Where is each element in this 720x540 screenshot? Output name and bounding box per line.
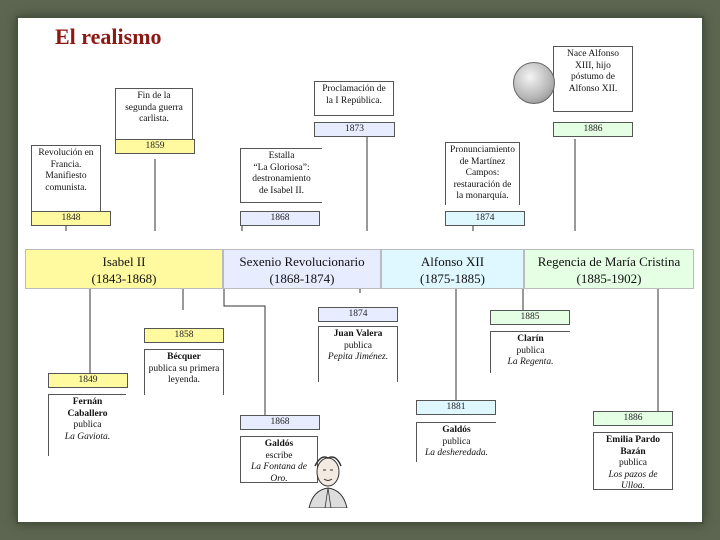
period-name: Isabel II <box>102 254 146 269</box>
year-label-1874-work: 1874 <box>318 307 398 322</box>
year-label-1885: 1885 <box>490 310 570 325</box>
event-text: Revolución en <box>38 148 94 158</box>
period-years: (1885-1902) <box>576 271 642 286</box>
work-box-1849: Fernán Caballero publica La Gaviota. <box>48 394 126 456</box>
period-years: (1843-1868) <box>91 271 157 286</box>
event-text: de Isabel II. <box>258 185 305 196</box>
work-verb: publica <box>73 420 102 430</box>
event-text: de Martínez <box>459 156 506 167</box>
period-regencia: Regencia de María Cristina (1885-1902) <box>524 249 694 289</box>
work-verb: publica <box>344 340 372 351</box>
event-text: carlista. <box>139 114 169 124</box>
work-box-1885: Clarín publica La Regenta. <box>490 331 570 373</box>
event-box-1859: Fin de la segunda guerra carlista. <box>115 88 193 140</box>
year-label-1874: 1874 <box>445 211 525 226</box>
year-label-1886: 1886 <box>553 122 633 137</box>
year-label-1858: 1858 <box>144 328 224 343</box>
work-title: La Gaviota. <box>64 431 111 442</box>
event-text: Campos: <box>465 168 500 178</box>
year-label-1848: 1848 <box>31 211 111 226</box>
coin-image <box>513 62 555 104</box>
work-box-1881: Galdós publica La desheredada. <box>416 422 496 462</box>
event-text: Proclamación de <box>322 84 386 94</box>
work-verb: publica <box>442 436 471 447</box>
work-verb: publica <box>516 345 545 356</box>
author-name: Galdós <box>442 425 471 435</box>
period-name: Alfonso XII <box>420 254 485 269</box>
event-text: “La Gloriosa”: <box>253 162 310 173</box>
event-text: la monarquía. <box>456 191 509 201</box>
year-label-1873: 1873 <box>314 122 395 137</box>
work-title: La desheredada. <box>425 448 488 458</box>
author-name: Clarín <box>517 334 544 344</box>
author-name: Juan Valera <box>333 329 383 339</box>
event-text: Manifiesto <box>45 171 87 181</box>
event-text: la I República. <box>326 95 382 106</box>
work-verb: publica <box>619 458 647 468</box>
event-text: Estalla <box>268 151 295 161</box>
period-sexenio: Sexenio Revolucionario (1868-1874) <box>223 249 381 289</box>
event-text: Fin de la <box>137 91 171 101</box>
event-text: restauración de <box>453 179 512 190</box>
period-name: Sexenio Revolucionario <box>239 254 365 269</box>
event-text: segunda guerra <box>125 102 183 113</box>
event-text: Pronunciamiento <box>450 145 515 155</box>
period-name: Regencia de María Cristina <box>537 254 681 269</box>
year-label-1868: 1868 <box>240 211 320 226</box>
year-label-1886-work: 1886 <box>593 411 673 426</box>
year-label-1859: 1859 <box>115 139 195 154</box>
work-title: Pepita Jiménez. <box>327 352 389 362</box>
period-years: (1868-1874) <box>269 271 335 286</box>
event-box-1848: Revolución en Francia. Manifiesto comuni… <box>31 145 101 211</box>
work-title: Los pazos de Ulloa. <box>608 469 658 492</box>
work-title: La Regenta. <box>507 357 554 367</box>
year-label-1868-work: 1868 <box>240 415 320 430</box>
author-name: Galdós <box>264 439 294 449</box>
event-box-1874: Pronunciamiento de Martínez Campos: rest… <box>445 142 520 205</box>
period-years: (1875-1885) <box>420 271 485 286</box>
work-box-1886: Emilia Pardo Bazán publica Los pazos de … <box>593 432 673 492</box>
year-label-1849: 1849 <box>48 373 128 388</box>
work-box-1874: Juan Valera publica Pepita Jiménez. <box>318 326 398 382</box>
event-text: XIII, hijo <box>575 60 611 71</box>
event-box-1868: Estalla “La Gloriosa”: destronamiento de… <box>240 148 322 203</box>
event-text: Alfonso XII. <box>568 83 618 94</box>
author-name: Fernán Caballero <box>67 397 108 419</box>
period-alfonso-xii: Alfonso XII (1875-1885) <box>381 249 524 289</box>
work-box-1868: Galdós escribe La Fontana de Oro. <box>240 436 318 484</box>
event-box-1886: Nace Alfonso XIII, hijo póstumo de Alfon… <box>553 46 633 112</box>
work-title: La Fontana de Oro. <box>251 462 307 484</box>
portrait-image <box>308 456 348 508</box>
work-box-1858: Bécquer publica su primera leyenda. <box>144 349 224 395</box>
slide-title: El realismo <box>55 24 162 49</box>
event-text: Francia. <box>50 159 82 170</box>
event-text: destronamiento <box>252 174 311 184</box>
author-name: Emilia Pardo Bazán <box>605 435 661 457</box>
event-text: póstumo de <box>570 72 616 82</box>
event-box-1873: Proclamación de la I República. <box>314 81 394 116</box>
slide: El realismo Isabel II (1843-1868) Sexeni… <box>18 18 702 522</box>
year-label-1881: 1881 <box>416 400 496 415</box>
author-name: Bécquer <box>167 352 201 362</box>
work-verb: escribe <box>265 450 293 461</box>
event-text: Nace Alfonso <box>567 49 619 59</box>
period-isabel-ii: Isabel II (1843-1868) <box>25 249 223 289</box>
event-text: comunista. <box>45 182 87 193</box>
work-verb: publica su primera leyenda. <box>148 363 220 386</box>
